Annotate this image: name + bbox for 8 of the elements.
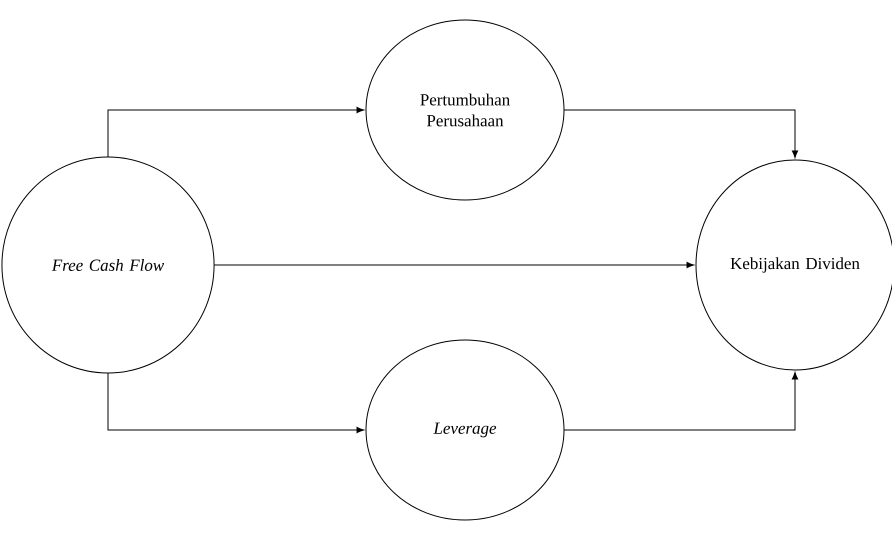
arrow — [108, 372, 364, 434]
arrow — [214, 262, 694, 268]
arrow — [108, 106, 364, 157]
arrow — [564, 372, 798, 430]
ellipse-node: Pertumbuhan Perusahaan — [366, 20, 564, 200]
ellipse-node: Free Cash Flow — [1, 156, 215, 374]
arrow — [564, 109, 798, 158]
ellipse-node: Leverage — [366, 339, 564, 520]
